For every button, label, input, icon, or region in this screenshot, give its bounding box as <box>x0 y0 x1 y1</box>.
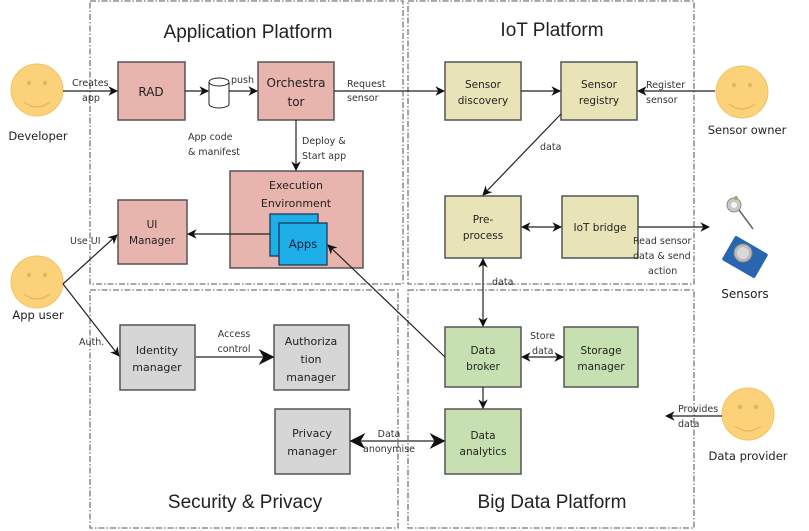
actor-label: Developer <box>8 129 67 143</box>
svg-text:process: process <box>463 230 503 242</box>
svg-text:Environment: Environment <box>261 197 332 210</box>
component-data-broker[interactable]: Data broker <box>444 326 522 388</box>
label-control: control <box>218 344 251 355</box>
svg-text:Data: Data <box>470 345 495 357</box>
svg-text:Apps: Apps <box>289 237 317 251</box>
sensors-group: Sensors <box>721 196 769 301</box>
component-apps[interactable]: Apps <box>269 213 328 266</box>
svg-text:manager: manager <box>286 371 336 384</box>
label-provides-data: data <box>678 419 699 430</box>
svg-text:Orchestra: Orchestra <box>267 76 326 90</box>
component-sensor-discovery[interactable]: Sensor discovery <box>444 61 522 121</box>
component-iot-bridge[interactable]: IoT bridge <box>561 195 639 259</box>
component-preprocess[interactable]: Pre- process <box>444 195 522 259</box>
label-data-registry: data <box>540 142 561 153</box>
label-provides: Provides <box>678 404 718 415</box>
label-use-ui: Use UI <box>70 236 101 247</box>
component-authorization-manager[interactable]: Authoriza tion manager <box>273 324 350 391</box>
label-action: action <box>648 266 677 277</box>
actor-label: App user <box>12 308 63 322</box>
label-request: Request <box>347 79 386 90</box>
actor-label: Sensor owner <box>708 123 787 137</box>
label-app-code: App code <box>188 132 233 143</box>
label-manifest: & manifest <box>188 147 240 158</box>
svg-text:Authoriza: Authoriza <box>285 335 338 348</box>
label-push: push <box>231 75 254 86</box>
label-auth: Auth. <box>79 337 104 348</box>
label-register: Register <box>646 80 685 91</box>
component-rad[interactable]: RAD <box>117 61 186 121</box>
svg-text:manager: manager <box>287 445 337 458</box>
component-data-analytics[interactable]: Data analytics <box>444 408 522 475</box>
svg-text:analytics: analytics <box>460 446 507 458</box>
svg-text:broker: broker <box>466 361 500 373</box>
svg-text:Storage: Storage <box>580 345 621 357</box>
edge-auth <box>62 283 120 357</box>
label-data-anon: Data <box>378 429 401 440</box>
actor-label: Data provider <box>708 449 787 463</box>
actor-app-user: App user <box>10 255 64 322</box>
label-data-preprocess: data <box>492 277 513 288</box>
label-creates-app-2: app <box>82 93 100 104</box>
component-sensor-registry[interactable]: Sensor registry <box>560 61 638 121</box>
component-identity-manager[interactable]: Identity manager <box>119 324 196 391</box>
label-store: Store <box>530 331 555 342</box>
label-read-sensor: Read sensor <box>633 236 691 247</box>
region-title-big-data-platform: Big Data Platform <box>478 492 627 513</box>
svg-text:Privacy: Privacy <box>292 427 332 440</box>
actor-sensor-owner: Sensor owner <box>708 65 787 137</box>
edge-use-ui <box>62 234 118 285</box>
edge-broker-to-apps <box>327 244 446 358</box>
component-ui-manager[interactable]: UI Manager <box>117 199 188 265</box>
label-deploy: Deploy & <box>302 136 346 147</box>
svg-text:IoT bridge: IoT bridge <box>574 222 627 234</box>
label-start-app: Start app <box>302 151 346 162</box>
svg-text:Sensor: Sensor <box>581 79 618 91</box>
svg-text:manager: manager <box>132 361 182 374</box>
label-data-send: data & send <box>633 251 691 262</box>
component-orchestrator[interactable]: Orchestra tor <box>257 61 335 121</box>
smiley-icon <box>721 387 775 441</box>
smiley-icon <box>10 255 64 309</box>
svg-text:discovery: discovery <box>458 95 508 107</box>
svg-text:manager: manager <box>577 361 625 373</box>
svg-text:Execution: Execution <box>269 179 323 192</box>
label-store-data: data <box>532 346 553 357</box>
svg-text:Sensor: Sensor <box>465 79 502 91</box>
svg-text:Identity: Identity <box>136 344 179 357</box>
svg-text:Pre-: Pre- <box>473 214 494 226</box>
component-storage-manager[interactable]: Storage manager <box>563 326 639 388</box>
svg-text:tion: tion <box>300 353 321 366</box>
region-application-platform <box>89 0 404 285</box>
svg-text:UI: UI <box>147 219 158 231</box>
database-icon <box>208 77 230 109</box>
smiley-icon <box>10 63 64 117</box>
svg-text:Manager: Manager <box>129 235 176 247</box>
region-security-privacy <box>89 289 399 529</box>
svg-text:registry: registry <box>579 95 619 107</box>
edge-registry-to-preprocess <box>482 113 562 196</box>
temperature-probe-icon <box>726 196 754 230</box>
smiley-icon <box>715 65 769 119</box>
component-privacy-manager[interactable]: Privacy manager <box>274 408 351 475</box>
region-big-data-platform <box>407 289 695 529</box>
svg-text:Data: Data <box>470 430 495 442</box>
sensors-label: Sensors <box>721 287 768 301</box>
label-access: Access <box>218 329 251 340</box>
label-register-sensor: sensor <box>646 95 678 106</box>
svg-text:RAD: RAD <box>138 85 163 99</box>
region-title-iot-platform: IoT Platform <box>500 20 603 41</box>
region-title-application-platform: Application Platform <box>164 22 333 43</box>
gas-sensor-icon <box>722 236 768 278</box>
label-anonymise: anonymise <box>363 444 415 455</box>
actor-data-provider: Data provider <box>708 387 788 463</box>
region-title-security-privacy: Security & Privacy <box>168 492 323 513</box>
svg-text:tor: tor <box>288 95 305 109</box>
actor-developer: Developer <box>8 63 68 143</box>
region-iot-platform <box>407 0 695 285</box>
label-sensor: sensor <box>347 93 379 104</box>
label-creates-app: Creates <box>72 78 109 89</box>
